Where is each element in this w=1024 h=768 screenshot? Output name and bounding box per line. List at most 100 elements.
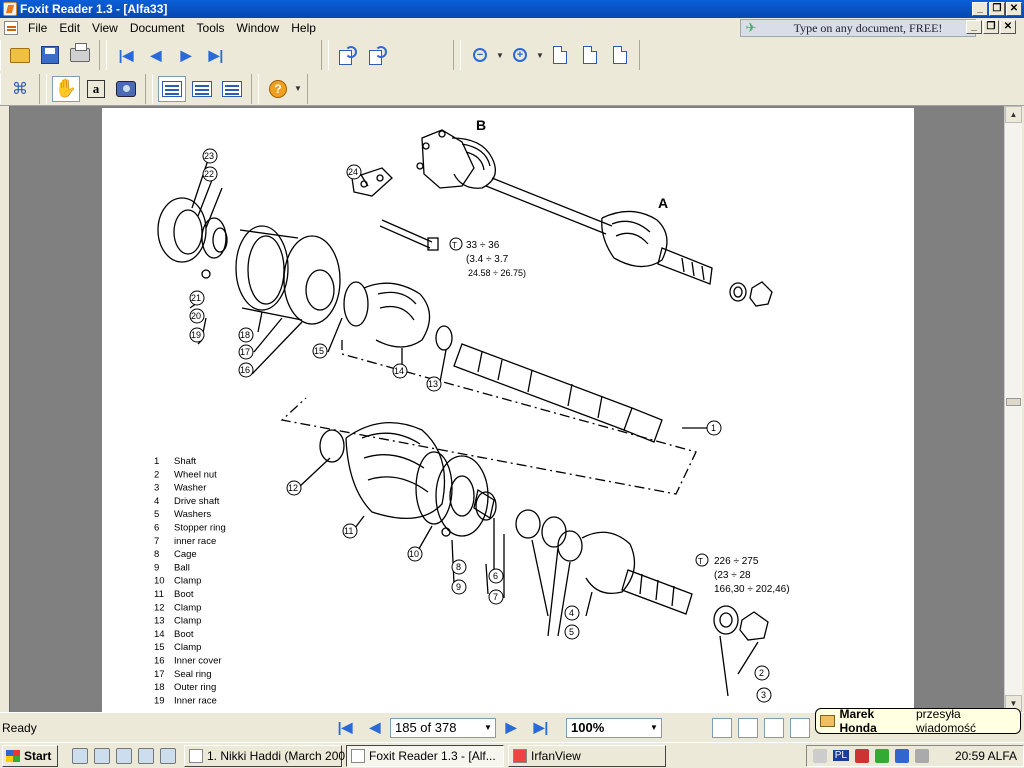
save-button[interactable] xyxy=(36,42,64,68)
status-last-page-icon[interactable]: ▶| xyxy=(533,719,549,735)
task-label: Foxit Reader 1.3 - [Alf... xyxy=(369,748,496,763)
fit-width-button[interactable] xyxy=(606,42,634,68)
clock-app-icon[interactable] xyxy=(116,747,132,764)
status-next-page-icon[interactable]: ▶ xyxy=(505,719,517,735)
status-text: Ready xyxy=(2,720,37,735)
zoom-in-dropdown-icon[interactable]: ▼ xyxy=(536,50,544,60)
message-notification[interactable]: Marek Honda przesyła wiadomość xyxy=(815,707,1021,735)
paper-plane-icon: ✈ xyxy=(745,20,757,35)
zoom-in-button[interactable]: + xyxy=(506,42,534,68)
word-icon[interactable] xyxy=(138,747,154,764)
menu-edit[interactable]: Edit xyxy=(59,21,81,35)
hand-tool-button[interactable]: ✋ xyxy=(52,75,80,102)
menu-help[interactable]: Help xyxy=(291,21,316,35)
winamp-icon[interactable] xyxy=(160,747,176,764)
rotate-ccw-button[interactable] xyxy=(364,42,392,68)
scroll-thumb[interactable] xyxy=(1006,398,1021,406)
close-button[interactable]: ✕ xyxy=(1006,2,1022,16)
legend-number: 3 xyxy=(154,483,159,494)
find-button[interactable]: ⌘ xyxy=(6,76,34,102)
callout-5: 5 xyxy=(564,624,580,640)
annotations-panel-icon xyxy=(222,80,242,97)
select-text-button[interactable]: a xyxy=(82,76,110,102)
task-nikki-haddi[interactable]: 1. Nikki Haddi (March 200... xyxy=(184,744,355,767)
doc-restore-button[interactable]: ❐ xyxy=(983,20,999,34)
page-dropdown-icon[interactable]: ▼ xyxy=(484,723,492,732)
next-page-button[interactable]: ▶ xyxy=(172,42,200,68)
bluetooth-icon[interactable] xyxy=(894,748,909,763)
menu-document[interactable]: Document xyxy=(129,21,185,35)
task-irfanview[interactable]: IrfanView xyxy=(508,744,666,767)
restore-button[interactable]: ❐ xyxy=(989,2,1005,16)
legend-number: 13 xyxy=(154,616,165,627)
legend-number: 1 xyxy=(154,456,159,467)
ad-banner[interactable]: ✈ Type on any document, FREE! xyxy=(740,19,976,37)
thumbnails-panel-button[interactable] xyxy=(188,76,216,102)
last-page-button[interactable]: ▶| xyxy=(202,42,230,68)
tray-app-icon[interactable] xyxy=(914,748,929,763)
network-icon[interactable] xyxy=(854,748,869,763)
fit-page-button[interactable] xyxy=(576,42,604,68)
show-desktop-icon[interactable] xyxy=(72,747,88,764)
doc-close-button[interactable]: ✕ xyxy=(1000,20,1016,34)
continuous-facing-layout-button[interactable] xyxy=(790,717,810,738)
legend-number: 14 xyxy=(154,629,165,640)
upper-shaft-assembly xyxy=(416,129,773,307)
annotations-panel-button[interactable] xyxy=(218,76,246,102)
page-number-field[interactable]: 185 of 378 ▼ xyxy=(390,717,496,738)
scroll-up-icon[interactable]: ▲ xyxy=(1005,106,1022,123)
help-dropdown-icon[interactable]: ▼ xyxy=(294,84,302,93)
help-icon: ? xyxy=(269,79,287,98)
pdf-page[interactable]: B A T 33 ÷ 36 (3.4 ÷ 3.7 24.58 ÷ 26.75) … xyxy=(102,108,914,712)
actual-size-button[interactable] xyxy=(546,42,574,68)
status-prev-page-icon[interactable]: ◀ xyxy=(369,719,381,735)
legend-text: Boot xyxy=(174,629,194,640)
foxit-app-icon xyxy=(3,2,17,16)
navigation-pane-collapsed[interactable] xyxy=(0,106,10,712)
document-icon[interactable] xyxy=(4,21,18,35)
zoom-out-button[interactable]: − xyxy=(466,42,494,68)
callout-7: 7 xyxy=(488,589,504,605)
callout-8: 8 xyxy=(451,559,467,575)
actual-size-icon xyxy=(553,46,567,64)
zoom-out-dropdown-icon[interactable]: ▼ xyxy=(496,50,504,60)
callout-19: 19 xyxy=(189,327,205,343)
menu-file[interactable]: File xyxy=(28,21,48,35)
language-indicator[interactable]: PL xyxy=(832,750,849,761)
prev-page-button[interactable]: ◀ xyxy=(142,42,170,68)
menu-window[interactable]: Window xyxy=(236,21,280,35)
single-page-layout-button[interactable] xyxy=(712,717,732,738)
open-button[interactable] xyxy=(6,42,34,68)
start-button[interactable]: Start xyxy=(2,744,58,767)
continuous-layout-button[interactable] xyxy=(738,717,758,738)
antivirus-icon[interactable] xyxy=(874,748,889,763)
snapshot-button[interactable] xyxy=(112,76,140,102)
zoom-field[interactable]: 100% ▼ xyxy=(566,717,662,738)
zoom-dropdown-icon[interactable]: ▼ xyxy=(650,723,658,732)
svg-text:2: 2 xyxy=(759,668,764,678)
vertical-scrollbar[interactable]: ▲ ▼ xyxy=(1004,106,1022,712)
task-label: IrfanView xyxy=(531,748,581,763)
menu-tools[interactable]: Tools xyxy=(196,21,225,35)
task-foxit-reader[interactable]: Foxit Reader 1.3 - [Alf... xyxy=(346,744,504,767)
volume-icon[interactable] xyxy=(812,748,827,763)
rotate-cw-button[interactable] xyxy=(334,42,362,68)
minimize-button[interactable]: _ xyxy=(972,2,988,16)
first-page-button[interactable]: |◀ xyxy=(112,42,140,68)
menu-view[interactable]: View xyxy=(92,21,118,35)
system-tray: PL 20:59 ALFA xyxy=(805,744,1024,767)
internet-explorer-icon[interactable] xyxy=(94,747,110,764)
legend-number: 5 xyxy=(154,509,159,520)
bookmarks-panel-button[interactable] xyxy=(158,75,186,102)
legend-text: Drive shaft xyxy=(174,496,220,507)
facing-layout-button[interactable] xyxy=(764,717,784,738)
status-first-page-icon[interactable]: |◀ xyxy=(337,719,353,735)
print-button[interactable] xyxy=(66,42,94,68)
fit-width-icon xyxy=(613,46,627,64)
foxit-task-icon xyxy=(351,748,365,763)
doc-minimize-button[interactable]: _ xyxy=(966,20,982,34)
help-button[interactable]: ? xyxy=(264,76,292,102)
